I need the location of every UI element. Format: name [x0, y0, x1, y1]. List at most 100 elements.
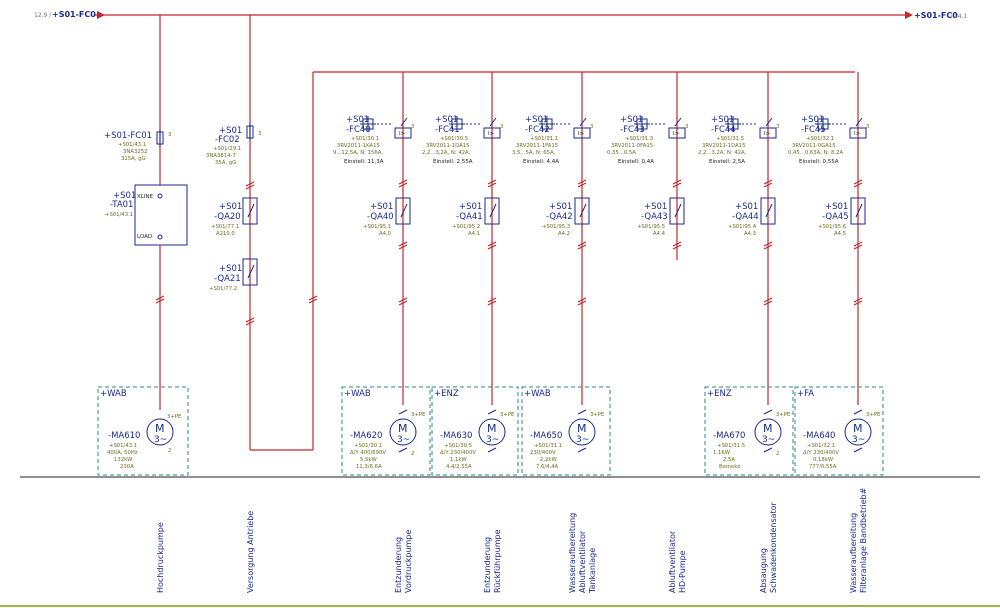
description-line: Wasseraufbereitung: [849, 513, 858, 593]
motor-pe: 3+PE: [500, 412, 515, 418]
description-line: Rückführpumpe: [493, 529, 502, 593]
breaker-einst: Einstell: 2,55A: [433, 159, 473, 165]
motor-sym: 3~: [486, 435, 499, 445]
overload-mark: I>: [399, 131, 406, 137]
motor-group: +ENZM3~3+PE2-MA670+S01/31.51,1KW2,5ABeme…: [704, 386, 794, 476]
motor-name: -MA630: [440, 431, 472, 441]
ta01-name2: -TA01: [110, 200, 133, 210]
motor-group-label: +WAB: [524, 389, 551, 399]
description-line: Vordruckpumpe: [404, 530, 413, 593]
description-2: Versorgung Antriebe: [246, 511, 255, 593]
breaker-ref: +S01/30.1: [351, 136, 379, 142]
ta01-ref: +S01/43.1: [105, 212, 133, 218]
motor-M: M: [763, 422, 773, 435]
motor-l2: 2,2kW: [540, 457, 557, 463]
motor-ref: +S01/30.1: [354, 443, 382, 449]
breaker-range: 2,2...3,2A, N: 42A,: [698, 150, 747, 156]
contactor-ref: +S01/95.1: [363, 224, 391, 230]
breaker-name2: -FC42: [525, 125, 550, 135]
ma610-l2: 132kW: [114, 457, 133, 463]
fc02-name2: -FC02: [215, 135, 240, 145]
contactor-code: A4.4: [653, 231, 666, 237]
qa20-name2: -QA20: [214, 212, 241, 222]
ma610-pe: 3+PE: [167, 414, 182, 420]
contactor-name1: +S01: [549, 202, 572, 212]
motor-pe: 3+PE: [590, 412, 605, 418]
fc01-name: +S01-FC01: [104, 131, 152, 141]
motor-name: -MA620: [350, 431, 382, 441]
breaker-name1: +S01: [525, 115, 548, 125]
fc02-pole: 3: [258, 131, 261, 137]
ta01-load: LOAD: [137, 234, 152, 240]
breaker-type: 3RV2011-0FA15: [611, 143, 653, 149]
qa21-ref: +S01/77.2: [209, 286, 237, 292]
overload-mark: I>: [673, 131, 680, 137]
qa20-name1: +S01: [219, 202, 242, 212]
contactor-code: A4.2: [558, 231, 570, 237]
breaker-pole: 3: [685, 124, 688, 130]
bus-left-label: +S01-FC0: [52, 10, 96, 19]
ma610-l1: 400A, 50Hz: [107, 450, 138, 456]
motor-l3: 11,3/6,6A: [356, 464, 382, 470]
breaker-name2: -FC44: [711, 125, 736, 135]
motor-l1: Δ/Y 230/400V: [440, 450, 476, 456]
contactor-box: [760, 197, 776, 225]
qa21-name2: -QA21: [214, 274, 241, 284]
motor-name: -MA650: [530, 431, 562, 441]
contactor-name1: +S01: [370, 202, 393, 212]
motor-l3: 7,6/4,4A: [536, 464, 559, 470]
breaker-name1: +S01: [711, 115, 734, 125]
overload-mark: I>: [488, 131, 495, 137]
bus-left-ref: 12.9 /: [34, 12, 52, 19]
motor-group: +WABM3~3+PE-MA650+S01/31.1230/400V2,2kW7…: [521, 386, 611, 476]
breaker-pole: 3: [411, 124, 414, 130]
contactor-name1: +S01: [459, 202, 482, 212]
ma610-ref: +S01/43.1: [109, 443, 137, 449]
fc02-type: 3NA3814-7: [206, 153, 236, 159]
contactor-box: [395, 197, 411, 225]
motor-l1: Δ/Y 400/690V: [350, 450, 386, 456]
fc01-rating: 315A, gG: [121, 156, 146, 162]
motor-group-label: +WAB: [344, 389, 371, 399]
contactor-code: A4.3: [744, 231, 756, 237]
breaker-type: 3RV2011-1KA15: [337, 143, 380, 149]
motor-l1: Δ/Y 230/400V: [803, 450, 839, 456]
breaker-type: 3RV2011-1FA15: [516, 143, 558, 149]
qa21-box: [242, 258, 258, 286]
breaker-range: 9...12,5A, N: 156A,: [333, 150, 383, 156]
motor-pe: 3+PE: [411, 412, 426, 418]
description-line: Filteranlage Bandbetrieb#: [859, 487, 868, 593]
fuse-symbol: [156, 130, 164, 146]
breaker-ref: +S01/31.3: [625, 136, 653, 142]
contactor-name1: +S01: [825, 202, 848, 212]
contactor-ref: +S01/95.3: [542, 224, 570, 230]
ma610-sym: 3~: [154, 435, 167, 445]
main-bus: 12.9 / +S01-FC0 +S01-FC0 / 14.1: [34, 10, 967, 20]
motor-l2: 0,18kW: [813, 457, 834, 463]
breaker-range: 2,2...3,2A, N: 42A,: [422, 150, 471, 156]
description-line: Schwadenkondensator: [769, 501, 778, 593]
ma610-M: M: [155, 422, 165, 435]
ma610-name: -MA610: [108, 431, 140, 441]
motor-group-label: +ENZ: [434, 389, 459, 399]
breaker-pole: 3: [500, 124, 503, 130]
qa20-ref: +S01/77.1: [211, 224, 239, 230]
overload-mark: I>: [764, 131, 771, 137]
motor-sym: 3~: [576, 435, 589, 445]
breaker-name2: -FC40: [346, 125, 371, 135]
motor-sym: 3~: [762, 435, 775, 445]
ma610-group: +WAB: [100, 389, 127, 399]
ta01-xline: XLINE: [137, 194, 154, 200]
fc02-name1: +S01: [219, 126, 242, 136]
contactor-name2: -QA43: [641, 212, 668, 222]
motor-name: -MA670: [713, 431, 745, 441]
breaker-name2: -FC43: [620, 125, 645, 135]
breaker-ref: +S01/30.5: [440, 136, 468, 142]
